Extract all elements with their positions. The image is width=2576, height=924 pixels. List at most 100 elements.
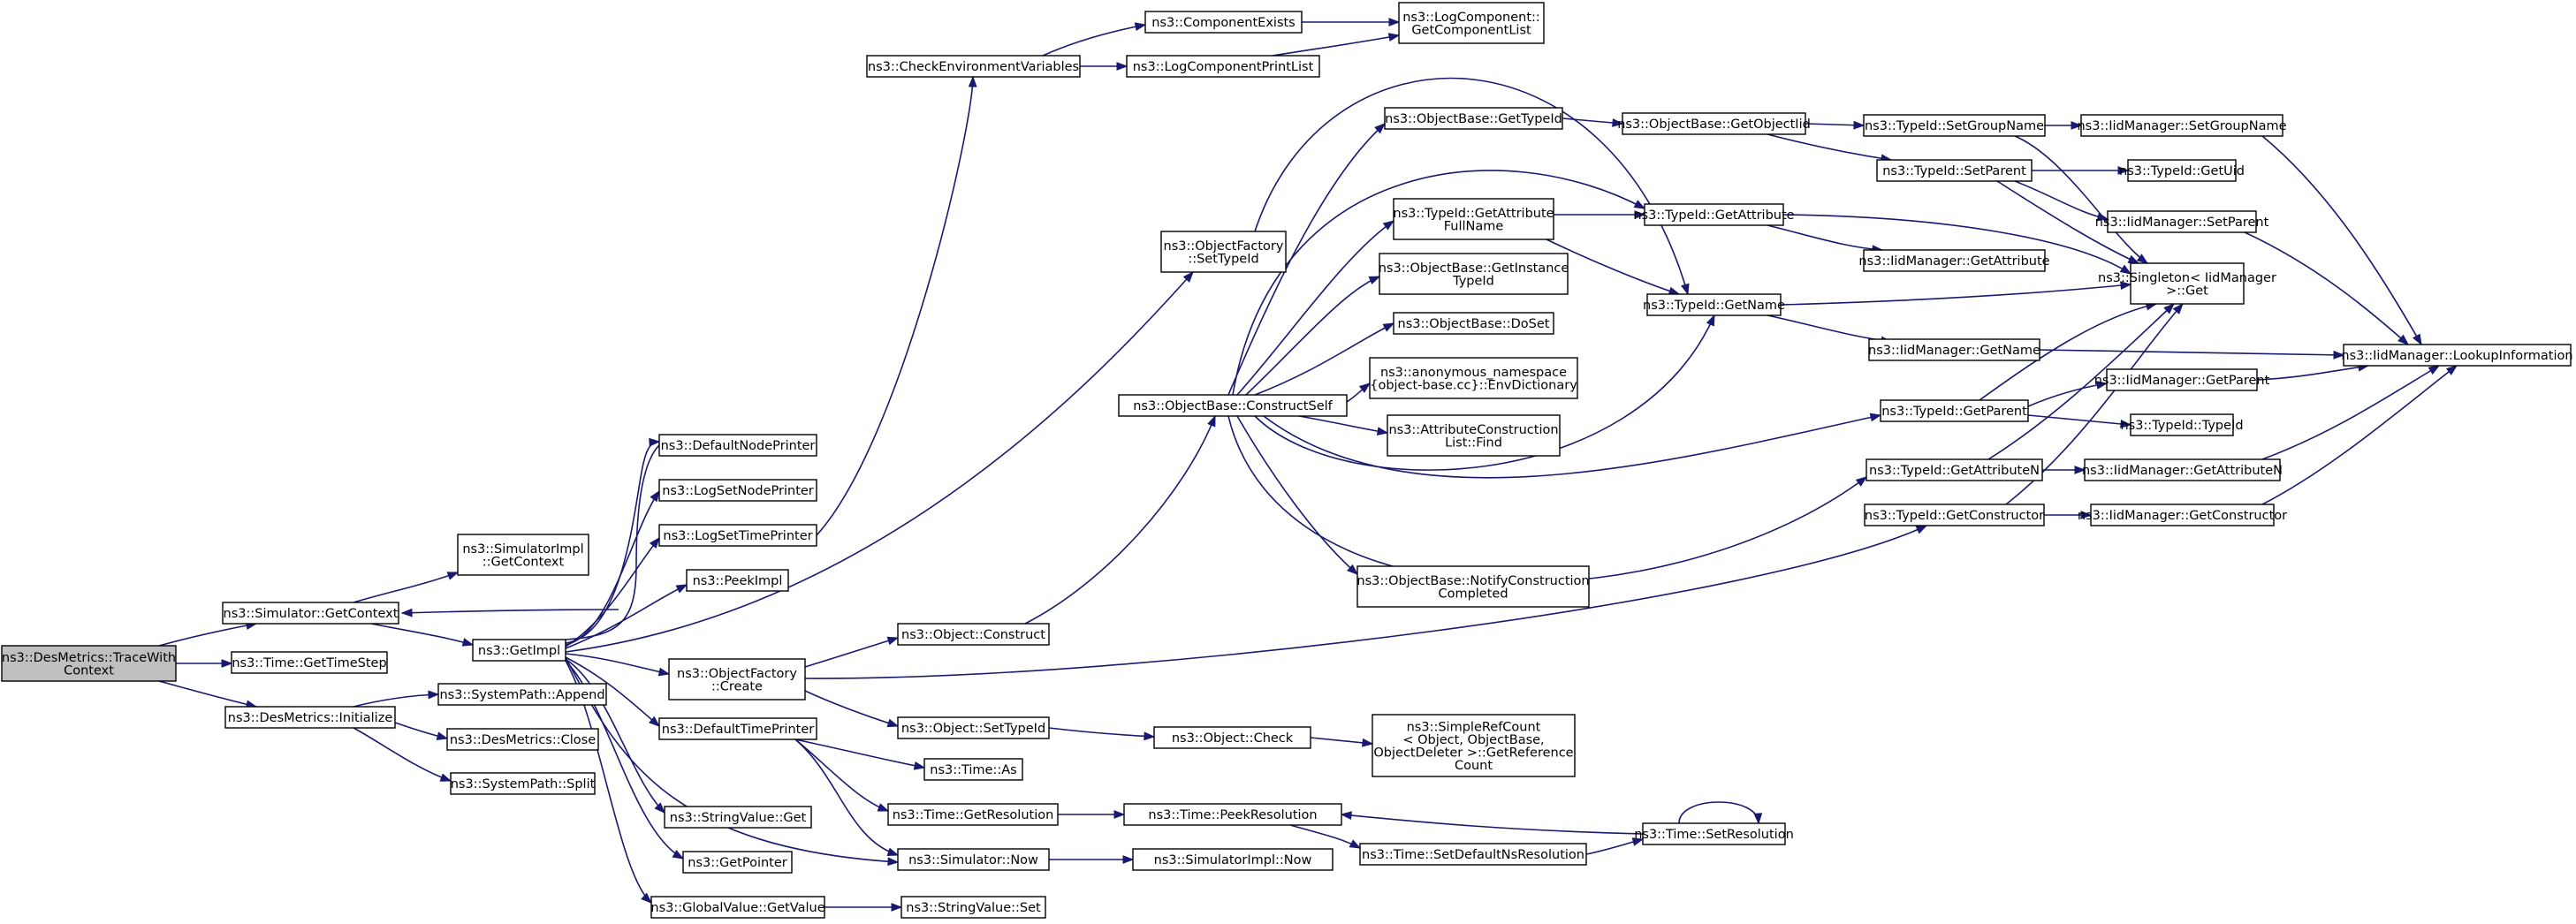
node-type-id-get-parent[interactable]: ns3::TypeId::GetParent <box>1880 399 2029 422</box>
node-label: ns3::IidManager::SetParent <box>2095 216 2269 230</box>
edge-n30-to-n41 <box>1289 824 1362 849</box>
node-default-time-printer[interactable]: ns3::DefaultTimePrinter <box>658 717 817 740</box>
node-iid-manager-get-parent[interactable]: ns3::IidManager::GetParent <box>2094 368 2270 391</box>
node-box <box>923 758 1023 781</box>
node-object-base-notify-construction-completed[interactable]: ns3::ObjectBase::NotifyConstructionCompl… <box>1356 565 1590 608</box>
node-simulator-impl-get-context[interactable]: ns3::SimulatorImpl::GetContext <box>457 534 589 576</box>
arrowhead-icon <box>1681 283 1690 296</box>
node-iid-manager-get-name[interactable]: ns3::IidManager::GetName <box>1868 338 2040 361</box>
node-time-as[interactable]: ns3::Time::As <box>923 758 1023 781</box>
node-label: Context <box>64 663 114 678</box>
node-simulator-now[interactable]: ns3::Simulator::Now <box>897 848 1050 871</box>
node-time-peek-resolution[interactable]: ns3::Time::PeekResolution <box>1123 803 1342 826</box>
arrowhead-icon <box>1144 731 1156 741</box>
node-box <box>1123 803 1342 826</box>
node-default-node-printer[interactable]: ns3::DefaultNodePrinter <box>658 434 817 457</box>
arrowhead-icon <box>1340 811 1352 821</box>
node-object-factory-set-type-id[interactable]: ns3::ObjectFactory::SetTypeId <box>1160 231 1287 273</box>
node-component-exists[interactable]: ns3::ComponentExists <box>1144 11 1303 34</box>
edge-n0-to-n2 <box>176 659 233 668</box>
edge-n23-to-n30 <box>1058 810 1126 819</box>
node-label: ns3::Time::GetTimeStep <box>232 656 386 670</box>
edge-n46-to-n56 <box>2014 135 2149 264</box>
node-type-id-set-group-name[interactable]: ns3::TypeId::SetGroupName <box>1863 114 2046 137</box>
node-time-set-resolution[interactable]: ns3::Time::SetResolution <box>1634 822 1794 845</box>
node-type-id-get-name[interactable]: ns3::TypeId::GetName <box>1643 293 1785 316</box>
node-iid-manager-get-constructor[interactable]: ns3::IidManager::GetConstructor <box>2078 504 2287 526</box>
node-log-set-time-printer[interactable]: ns3::LogSetTimePrinter <box>658 524 817 547</box>
node-time-get-time-step[interactable]: ns3::Time::GetTimeStep <box>231 651 388 674</box>
node-iid-manager-set-group-name[interactable]: ns3::IidManager::SetGroupName <box>2077 114 2287 137</box>
node-object-factory-create[interactable]: ns3::ObjectFactory::Create <box>668 658 806 701</box>
node-peek-impl[interactable]: ns3::PeekImpl <box>686 569 789 592</box>
node-type-id-get-uid[interactable]: ns3::TypeId::GetUid <box>2119 159 2245 182</box>
node-type-id-get-attribute-n[interactable]: ns3::TypeId::GetAttributeN <box>1866 458 2043 481</box>
node-log-component-get-component-list[interactable]: ns3::LogComponent::GetComponentList <box>1398 2 1545 44</box>
node-des-metrics-initialize[interactable]: ns3::DesMetrics::Initialize <box>224 706 396 729</box>
node-iid-manager-get-attribute[interactable]: ns3::IidManager::GetAttribute <box>1858 249 2050 272</box>
node-get-impl[interactable]: ns3::GetImpl <box>472 639 566 662</box>
node-system-path-append[interactable]: ns3::SystemPath::Append <box>437 683 607 706</box>
node-box <box>897 716 1050 739</box>
node-des-metrics-close[interactable]: ns3::DesMetrics::Close <box>446 728 599 751</box>
node-string-value-set[interactable]: ns3::StringValue::Set <box>900 896 1046 919</box>
edge-n41-to-n45 <box>1585 837 1645 855</box>
node-string-value-get[interactable]: ns3::StringValue::Get <box>664 806 812 829</box>
node-label: ns3::ObjectFactory <box>1164 239 1284 254</box>
node-time-set-default-ns-resolution[interactable]: ns3::Time::SetDefaultNsResolution <box>1359 843 1587 866</box>
node-label: ns3::IidManager::SetGroupName <box>2077 119 2286 133</box>
node-type-id-type-id[interactable]: ns3::TypeId::TypeId <box>2120 413 2244 436</box>
node-object-base-do-set[interactable]: ns3::ObjectBase::DoSet <box>1393 312 1554 335</box>
arrowhead-icon <box>2163 303 2176 314</box>
node-iid-manager-get-attribute-n[interactable]: ns3::IidManager::GetAttributeN <box>2082 458 2283 481</box>
node-box <box>1644 203 1784 226</box>
node-singleton-iid-manager-get[interactable]: ns3::Singleton< IidManager>::Get <box>2098 262 2276 305</box>
node-log-component-print-list[interactable]: ns3::LogComponentPrintList <box>1126 55 1320 78</box>
node-simple-ref-count-get-reference-count[interactable]: ns3::SimpleRefCount< Object, ObjectBase,… <box>1372 714 1576 777</box>
node-global-value-get-value[interactable]: ns3::GlobalValue::GetValue <box>650 896 825 919</box>
node-type-id-get-constructor[interactable]: ns3::TypeId::GetConstructor <box>1864 504 2045 526</box>
node-object-construct[interactable]: ns3::Object::Construct <box>897 623 1050 646</box>
node-type-id-get-attribute[interactable]: ns3::TypeId::GetAttribute <box>1633 203 1795 226</box>
node-label: ::Create <box>711 679 763 693</box>
node-object-set-type-id[interactable]: ns3::Object::SetTypeId <box>897 716 1050 739</box>
node-anonymous-namespace-env-dictionary[interactable]: ns3::anonymous_namespace{object-base.cc}… <box>1369 357 1578 399</box>
edge-n55-to-n61 <box>2244 231 2410 345</box>
node-get-pointer[interactable]: ns3::GetPointer <box>682 851 793 874</box>
node-system-path-split[interactable]: ns3::SystemPath::Split <box>450 772 596 795</box>
node-time-get-resolution[interactable]: ns3::Time::GetResolution <box>887 803 1059 826</box>
node-object-base-get-object-iid[interactable]: ns3::ObjectBase::GetObjectIid <box>1617 112 1811 135</box>
node-box <box>1372 714 1576 777</box>
node-simulator-impl-now[interactable]: ns3::SimulatorImpl::Now <box>1132 848 1334 871</box>
arrowhead-icon <box>1387 33 1401 42</box>
node-label: ns3::ObjectFactory <box>677 667 797 681</box>
edge-n19-to-n44 <box>1254 77 1690 296</box>
node-object-base-get-type-id[interactable]: ns3::ObjectBase::GetTypeId <box>1384 107 1563 130</box>
node-simulator-get-context[interactable]: ns3::Simulator::GetContext <box>222 602 399 625</box>
edge-n5-to-n13 <box>565 653 671 677</box>
node-object-base-construct-self[interactable]: ns3::ObjectBase::ConstructSelf <box>1118 394 1348 417</box>
arrowhead-icon <box>2445 365 2458 375</box>
node-log-set-node-printer[interactable]: ns3::LogSetNodePrinter <box>658 479 817 502</box>
node-check-environment-variables[interactable]: ns3::CheckEnvironmentVariables <box>866 55 1081 78</box>
node-box <box>1398 2 1545 44</box>
node-object-check[interactable]: ns3::Object::Check <box>1153 726 1311 749</box>
node-type-id-set-parent[interactable]: ns3::TypeId::SetParent <box>1876 159 2033 182</box>
arrowhead-icon <box>1382 220 1395 231</box>
edge-n28-to-n39 <box>1236 415 1359 575</box>
node-label: ns3::TypeId::GetConstructor <box>1865 509 2044 523</box>
node-box <box>2130 262 2245 305</box>
node-label: ns3::Time::GetResolution <box>893 808 1054 822</box>
node-box <box>222 602 399 625</box>
arrowhead-icon <box>891 903 903 912</box>
node-iid-manager-set-parent[interactable]: ns3::IidManager::SetParent <box>2095 210 2269 233</box>
node-label: ::SetTypeId <box>1188 252 1258 266</box>
node-iid-manager-lookup-information[interactable]: ns3::IidManager::LookupInformation <box>2341 344 2573 367</box>
edge-n28-to-n38 <box>1298 415 1389 435</box>
edge-n34-to-n43 <box>1554 210 1646 219</box>
